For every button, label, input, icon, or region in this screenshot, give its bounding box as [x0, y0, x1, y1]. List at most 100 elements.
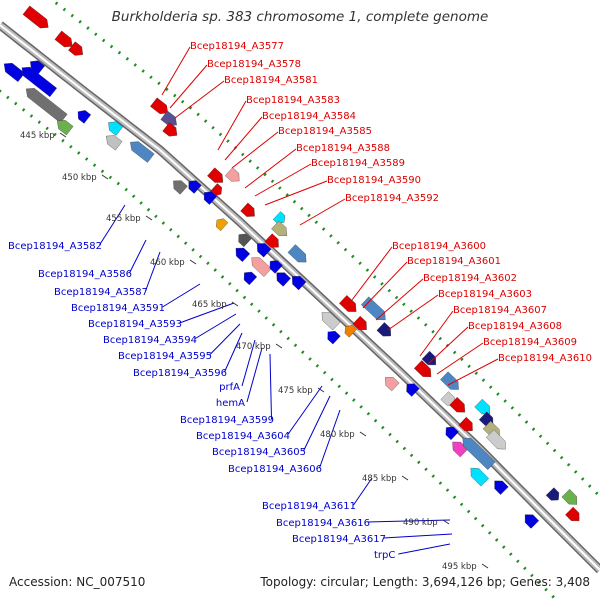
reverse-gene-22 [321, 312, 341, 331]
tick-label-10: 490 kbp [403, 518, 438, 528]
forward-label-15: Bcep18194_A3607 [453, 305, 547, 316]
forward-gene-31 [565, 506, 580, 522]
reverse-label-12: Bcep18194_A3604 [196, 431, 290, 442]
reverse-gene-13-shape [216, 218, 229, 232]
tick-label-4: 460 kbp [150, 258, 185, 268]
reverse-label-line-10 [246, 347, 263, 403]
forward-label-11: Bcep18194_A3600 [392, 241, 486, 252]
forward-label-8: Bcep18194_A3589 [311, 158, 405, 169]
reverse-label-line-14 [319, 409, 341, 469]
tick-mark-6 [275, 343, 283, 349]
reverse-gene-16-shape [257, 243, 272, 258]
forward-label-line-6 [231, 131, 279, 169]
reverse-label-2: Bcep18194_A3586 [38, 269, 132, 280]
forward-label-line-2 [169, 64, 208, 109]
reverse-gene-6-shape [30, 60, 45, 75]
tick-label-2: 450 kbp [62, 173, 97, 183]
reverse-gene-11-shape [188, 180, 202, 194]
accession-text: Accession: NC_007510 [9, 575, 146, 589]
reverse-gene-25-shape [385, 377, 400, 392]
forward-gene-17 [339, 295, 357, 312]
reverse-label-7: Bcep18194_A3595 [118, 351, 212, 362]
reverse-label-line-3 [145, 251, 161, 292]
gene-features [3, 5, 580, 529]
reverse-gene-6 [30, 60, 45, 75]
reverse-gene-5-shape [77, 110, 92, 124]
reverse-label-5: Bcep18194_A3593 [88, 319, 182, 330]
reverse-gene-18-shape [269, 260, 283, 274]
reverse-gene-13 [216, 218, 229, 232]
forward-label-12: Bcep18194_A3601 [407, 256, 501, 267]
forward-gene-4-shape [150, 97, 169, 114]
forward-label-line-13 [375, 278, 424, 321]
forward-label-line-14 [387, 294, 439, 331]
forward-label-line-1 [161, 46, 191, 96]
forward-gene-8 [207, 167, 224, 183]
forward-label-line-12 [362, 261, 408, 309]
forward-gene-18 [352, 315, 367, 331]
forward-gene-19-shape [421, 350, 436, 366]
reverse-label-18: trpC [374, 550, 395, 561]
reverse-gene-29 [462, 437, 496, 470]
reverse-gene-17-shape [251, 257, 272, 277]
forward-gene-3-shape [68, 41, 83, 56]
reverse-label-line-15 [353, 477, 373, 506]
forward-gene-9 [209, 183, 222, 196]
forward-gene-6 [162, 122, 178, 137]
tick-mark-1 [59, 132, 67, 138]
forward-label-6: Bcep18194_A3585 [278, 126, 372, 137]
forward-label-line-3 [174, 80, 225, 119]
reverse-gene-19 [276, 272, 291, 287]
reverse-gene-21 [243, 271, 258, 286]
reverse-label-17: Bcep18194_A3617 [292, 534, 386, 545]
forward-gene-20 [440, 371, 459, 390]
forward-gene-21 [413, 360, 432, 377]
tick-mark-10 [442, 519, 450, 525]
forward-label-line-8 [254, 163, 312, 197]
reverse-gene-23 [327, 331, 341, 345]
forward-label-line-15 [419, 310, 454, 357]
reverse-gene-26-shape [406, 383, 420, 397]
reverse-gene-1-shape [3, 63, 25, 82]
reverse-label-3: Bcep18194_A3587 [54, 287, 148, 298]
reverse-gene-15-shape [235, 247, 251, 263]
forward-gene-11-shape [271, 220, 287, 236]
reverse-gene-4-shape [57, 120, 74, 136]
forward-gene-14 [264, 233, 279, 248]
forward-gene-31-shape [565, 506, 580, 522]
forward-gene-2 [54, 30, 73, 48]
forward-label-7: Bcep18194_A3588 [296, 143, 390, 154]
reverse-gene-7-shape [108, 121, 124, 136]
reverse-label-line-9 [241, 339, 256, 387]
reverse-gene-19-shape [276, 272, 291, 287]
reverse-gene-14 [238, 233, 252, 248]
reverse-gene-24 [344, 325, 357, 338]
forward-gene-30-shape [545, 487, 560, 501]
tick-label-7: 475 kbp [278, 386, 313, 396]
reverse-gene-30 [470, 467, 489, 487]
reverse-gene-21-shape [243, 271, 258, 286]
forward-label-line-5 [224, 116, 263, 161]
genome-summary-text: Topology: circular; Length: 3,694,126 bp… [260, 575, 590, 589]
tick-mark-7 [317, 387, 325, 393]
reverse-label-line-17 [383, 533, 453, 539]
tick-label-1: 445 kbp [20, 131, 55, 141]
reverse-gene-31-shape [494, 480, 509, 495]
forward-label-3: Bcep18194_A3581 [224, 75, 318, 86]
forward-label-line-16 [427, 326, 469, 365]
reverse-label-16: Bcep18194_A3616 [276, 518, 370, 529]
reverse-gene-16 [257, 243, 272, 258]
forward-gene-14-shape [264, 233, 279, 248]
forward-label-line-11 [351, 246, 393, 301]
forward-gene-26-shape [485, 429, 506, 450]
reverse-label-line-18 [398, 543, 451, 555]
tick-mark-5 [231, 301, 239, 307]
tick-label-8: 480 kbp [320, 430, 355, 440]
tick-label-9: 485 kbp [362, 474, 397, 484]
reverse-gene-12 [203, 191, 218, 205]
reverse-gene-5 [77, 110, 92, 124]
forward-label-18: Bcep18194_A3610 [498, 353, 592, 364]
reverse-label-line-16 [367, 519, 451, 523]
forward-gene-29 [561, 489, 578, 505]
reverse-label-11: Bcep18194_A3599 [180, 415, 274, 426]
